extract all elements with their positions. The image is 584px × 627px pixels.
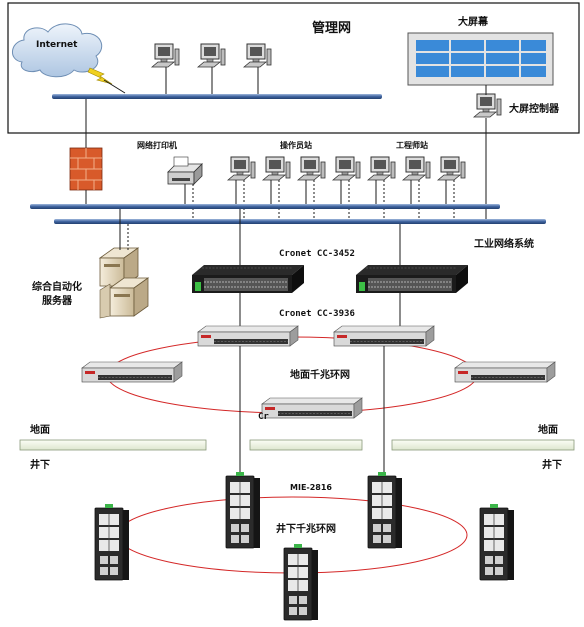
- underground-label-right: 井下: [542, 458, 562, 471]
- firewall-icon: [69, 147, 103, 191]
- ring-switch-icon: [333, 325, 435, 347]
- automation-server-icon: [98, 247, 150, 319]
- operator-station-pc-icon: [297, 156, 326, 181]
- big-screen-label: 大屏幕: [458, 15, 489, 28]
- internet-cloud-icon: [12, 23, 103, 78]
- ground-ring-label: 地面千兆环网: [290, 368, 350, 381]
- management-net-label: 管理网: [312, 20, 351, 36]
- operator-station-label: 操作员站: [280, 140, 312, 150]
- partial-switch-label: Cr: [258, 412, 269, 422]
- station-links: [192, 180, 455, 220]
- mie-switch-icon: [367, 471, 403, 549]
- wireless-link-icon: [87, 67, 113, 85]
- network-printer-icon: [167, 156, 203, 185]
- server-label-line2: 服务器: [42, 294, 73, 307]
- engineer-station-pc-icon: [402, 156, 431, 181]
- ground-label-left: 地面: [30, 423, 50, 436]
- engineer-station-pc-icon: [437, 156, 466, 181]
- engineer-station-pc-icon: [367, 156, 396, 181]
- internet-label: Internet: [36, 40, 78, 50]
- industrial-bus-a: [30, 204, 500, 209]
- mie-switch-icon: [94, 503, 130, 581]
- industrial-bus-b: [54, 219, 546, 224]
- internet-uplink: [103, 79, 126, 94]
- mie-switch-icon: [225, 471, 261, 549]
- engineer-station-label: 工程师站: [396, 140, 428, 150]
- ring-switch-icon: [261, 397, 363, 419]
- big-screen-icon: [407, 32, 554, 86]
- core-switch-cc3452-icon: [355, 264, 469, 294]
- printer-label: 网络打印机: [137, 140, 177, 150]
- management-bus: [52, 94, 382, 99]
- mie-switch-icon: [479, 503, 515, 581]
- underground-ring-label: 井下千兆环网: [276, 522, 336, 535]
- operator-station-pc-icon: [332, 156, 361, 181]
- ring-switch-icon: [81, 361, 183, 383]
- server-label-line1: 综合自动化: [32, 280, 82, 293]
- industrial-network-label: 工业网络系统: [474, 237, 534, 250]
- big-screen-controller-label: 大屏控制器: [509, 102, 560, 115]
- boundary-bar-left: [19, 439, 207, 451]
- operator-station-pc-icon: [262, 156, 291, 181]
- core-switch-cc3452-icon: [191, 264, 305, 294]
- aggregation-switch-label: Cronet CC-3936: [279, 309, 355, 319]
- mie-model-label: MIE-2816: [290, 483, 332, 492]
- operator-station-pc-icon: [227, 156, 256, 181]
- boundary-bar-right: [391, 439, 575, 451]
- ring-switch-icon: [454, 361, 556, 383]
- ring-switch-icon: [197, 325, 299, 347]
- core-switch-label: Cronet CC-3452: [279, 249, 355, 259]
- boundary-bar-center: [249, 439, 363, 451]
- underground-label-left: 井下: [30, 458, 50, 471]
- ground-label-right: 地面: [538, 423, 558, 436]
- mie-switch-icon: [283, 543, 319, 621]
